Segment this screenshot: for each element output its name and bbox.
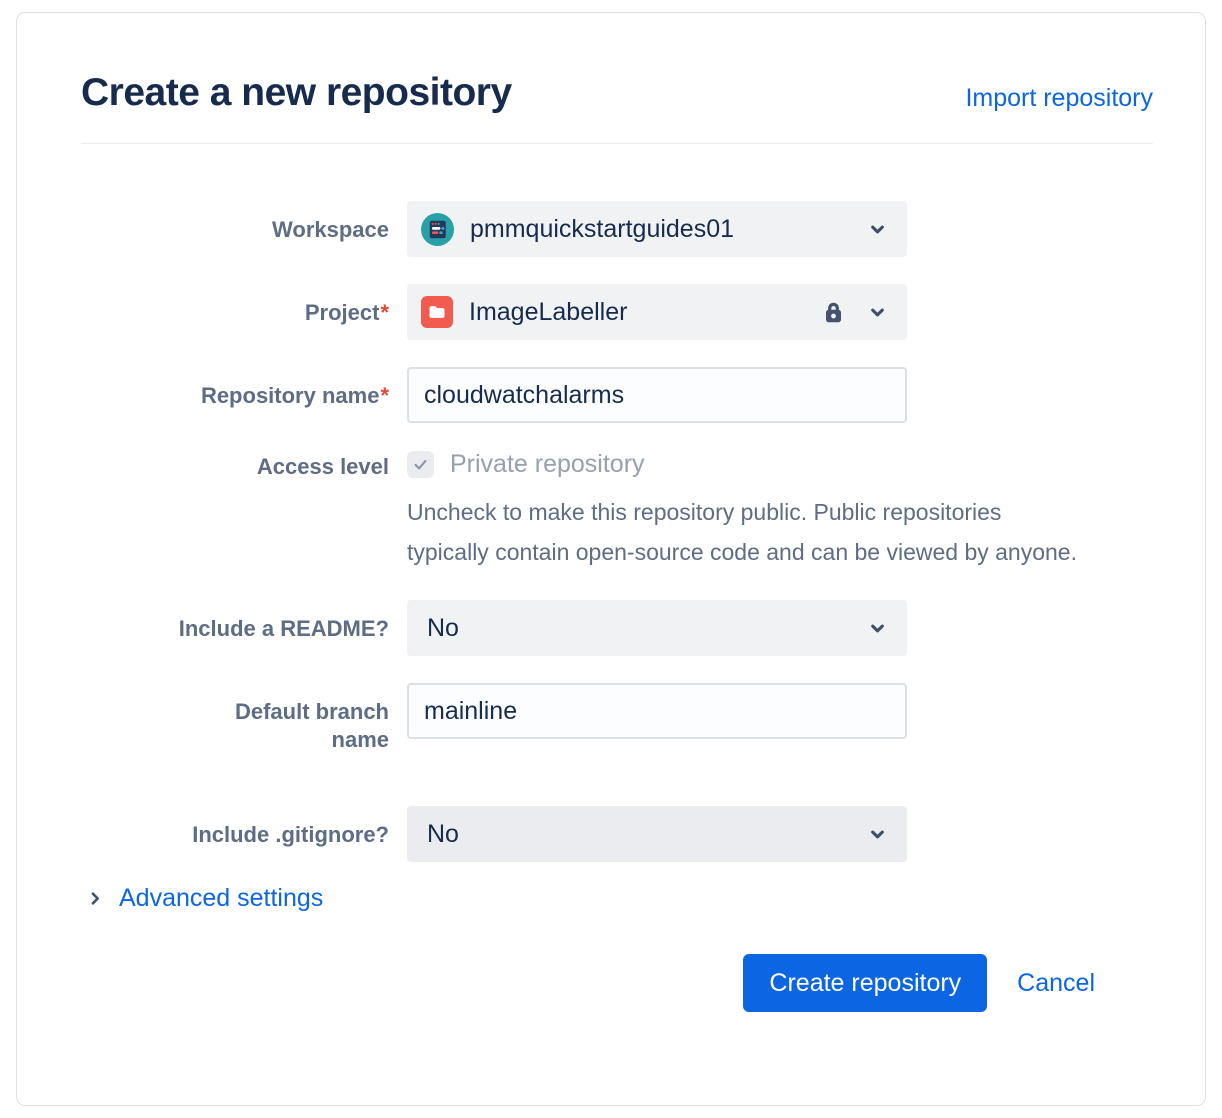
include-gitignore-label: Include .gitignore? xyxy=(192,822,389,847)
create-repository-form: Workspace xyxy=(81,201,1153,1012)
repository-name-label: Repository name* xyxy=(200,383,389,408)
chevron-down-icon xyxy=(866,617,889,640)
chevron-down-icon xyxy=(866,823,889,846)
advanced-settings-label: Advanced settings xyxy=(119,884,324,912)
include-gitignore-select[interactable]: No xyxy=(407,806,907,862)
include-readme-row: Include a README? No xyxy=(81,600,1153,656)
repository-name-row: Repository name* xyxy=(81,367,1153,423)
access-level-help-text: Uncheck to make this repository public. … xyxy=(407,499,1077,565)
workspace-avatar-icon xyxy=(421,212,454,246)
chevron-down-icon xyxy=(866,301,889,324)
lock-icon xyxy=(821,299,846,326)
workspace-row: Workspace xyxy=(81,201,1153,257)
default-branch-label: Default branch name xyxy=(234,699,389,752)
page-title: Create a new repository xyxy=(81,71,512,114)
private-repository-checkbox[interactable] xyxy=(407,451,434,478)
form-actions: Create repository Cancel xyxy=(81,954,1153,1012)
create-repository-button[interactable]: Create repository xyxy=(743,954,988,1012)
include-gitignore-row: Include .gitignore? No xyxy=(81,806,1153,862)
project-row: Project* ImageLabeller xyxy=(81,284,1153,340)
include-readme-value: No xyxy=(427,613,459,642)
project-value: ImageLabeller xyxy=(469,297,628,326)
import-repository-link[interactable]: Import repository xyxy=(965,84,1153,112)
required-asterisk: * xyxy=(380,383,389,408)
chevron-down-icon xyxy=(866,218,889,241)
access-level-row: Access level Private repository Uncheck … xyxy=(81,450,1153,572)
include-readme-label: Include a README? xyxy=(178,616,389,641)
include-gitignore-value: No xyxy=(427,819,459,848)
project-select[interactable]: ImageLabeller xyxy=(407,284,907,340)
include-readme-select[interactable]: No xyxy=(407,600,907,656)
project-folder-icon xyxy=(421,296,453,328)
workspace-label: Workspace xyxy=(272,217,389,242)
default-branch-input[interactable] xyxy=(407,683,907,739)
cancel-button[interactable]: Cancel xyxy=(1009,963,1103,1004)
create-repository-card: Create a new repository Import repositor… xyxy=(16,12,1206,1106)
advanced-settings-toggle[interactable]: Advanced settings xyxy=(81,884,323,913)
chevron-right-icon xyxy=(85,888,106,909)
access-level-label: Access level xyxy=(256,454,389,479)
header-divider xyxy=(81,143,1153,144)
card-header: Create a new repository Import repositor… xyxy=(81,13,1153,117)
project-label: Project* xyxy=(304,300,389,325)
required-asterisk: * xyxy=(380,300,389,325)
private-repository-label: Private repository xyxy=(450,450,645,478)
default-branch-row: Default branch name xyxy=(81,683,1153,754)
repository-name-input[interactable] xyxy=(407,367,907,423)
workspace-value: pmmquickstartguides01 xyxy=(470,214,735,243)
workspace-select[interactable]: pmmquickstartguides01 xyxy=(407,201,907,257)
